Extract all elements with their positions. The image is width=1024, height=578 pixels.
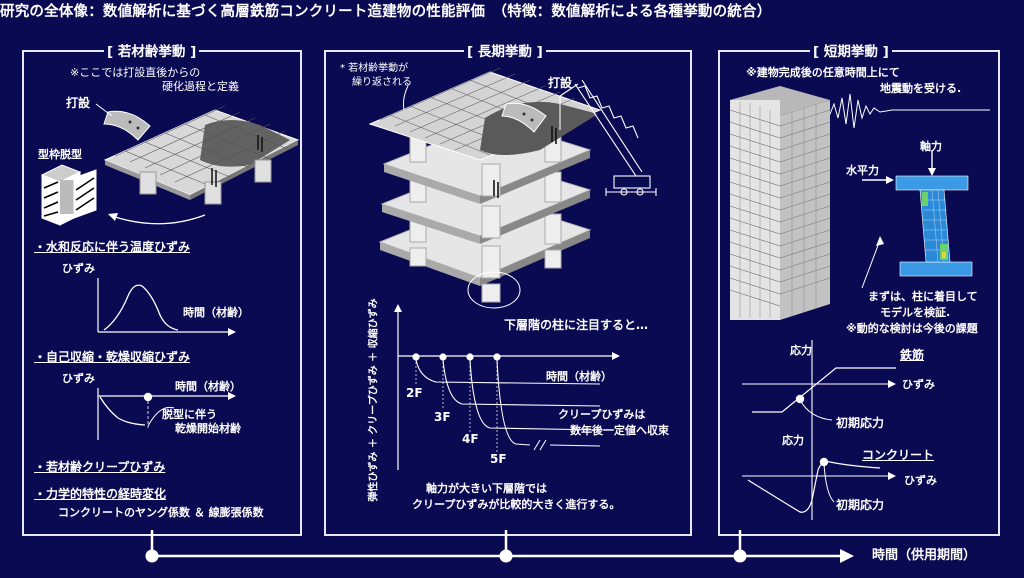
steel-stress-label: 応力 (790, 344, 812, 357)
floor-5f: 5F (490, 452, 507, 466)
steel-strain-label: ひずみ (902, 378, 935, 391)
long-repeat-note-line1: * 若材齢挙動が (340, 63, 409, 74)
future-note: ※動的な検討は今後の課題 (846, 322, 978, 335)
floor-2f: 2F (406, 386, 423, 400)
timeline-label: 時間（供用期間） (872, 548, 977, 563)
stress-strain-graphs (742, 340, 896, 520)
model-note-line2: モデルを検証. (880, 306, 951, 319)
early-slab-illustration (40, 103, 300, 226)
long-bottom-note-line2: クリープひずみが比較的大きく進行する。 (412, 498, 621, 511)
graph2-y-label: ひずみ (62, 372, 95, 385)
panel-long-term-title: [ 長期挙動 ] (464, 40, 546, 60)
early-pour-label: 打設 (66, 96, 91, 110)
early-graphs (97, 278, 236, 440)
concrete-stress-label: 応力 (782, 434, 804, 447)
early-item-thermal: ・水和反応に伴う温度ひずみ (34, 240, 191, 254)
creep-note-line2: 数年後一定値へ収束 (570, 424, 669, 437)
graph1-y-label: ひずみ (62, 262, 95, 275)
creep-note-line1: クリープひずみは (558, 408, 646, 421)
early-note-line2: 硬化過程と定義 (162, 80, 239, 93)
early-item-properties: ・力学的特性の経時変化 (34, 487, 167, 501)
floor-4f: 4F (462, 432, 479, 446)
horizontal-force-label: 水平力 (846, 164, 879, 177)
panel-early-age-title: [ 若材齢挙動 ] (104, 40, 200, 60)
page-title: 研究の全体像：数値解析に基づく高層鉄筋コンクリート造建物の性能評価 （特徴：数値… (0, 4, 772, 20)
long-term-strain-graph (394, 304, 620, 470)
early-note-line1: ※ここでは打設直後からの (70, 66, 201, 79)
graph1-x-label: 時間（材齢） (183, 306, 249, 319)
model-note-line1: まずは、柱に着目して (868, 290, 978, 303)
building-and-column-model (729, 86, 990, 320)
concrete-initial-stress-label: 初期応力 (836, 498, 885, 512)
steel-initial-stress-label: 初期応力 (836, 416, 885, 430)
short-note-line2: 地震動を受ける. (880, 82, 962, 95)
long-focus-label: 下層階の柱に注目すると… (504, 318, 649, 332)
floor-3f: 3F (434, 410, 451, 424)
concrete-strain-label: ひずみ (904, 474, 937, 487)
multistory-construction-illustration (368, 67, 657, 309)
early-item-shrinkage: ・自己収縮・乾燥収縮ひずみ (34, 350, 191, 364)
long-pour-label: 打設 (548, 76, 573, 90)
graph2-note-line2: 乾燥開始材齢 (175, 422, 241, 435)
early-item-creep: ・若材齢クリープひずみ (34, 460, 166, 474)
steel-label: 鉄筋 (900, 348, 925, 362)
formwork-label: 型枠脱型 (38, 148, 82, 161)
long-bottom-note-line1: 軸力が大きい下層階では (426, 482, 547, 495)
early-properties-note: コンクリートのヤング係数 ＆ 線膨張係数 (58, 506, 264, 519)
graph2-note-line1: 脱型に伴う (162, 408, 217, 421)
short-note-line1: ※建物完成後の任意時間上にて (746, 66, 900, 79)
panel-short-term-title: [ 短期挙動 ] (810, 40, 892, 60)
concrete-label: コンクリート (862, 448, 935, 462)
graph2-x-label: 時間（材齢） (175, 380, 241, 393)
long-repeat-note-line2: 繰り返される (352, 77, 412, 88)
long-x-label: 時間（材齢） (546, 370, 612, 383)
axial-force-label: 軸力 (920, 140, 942, 153)
